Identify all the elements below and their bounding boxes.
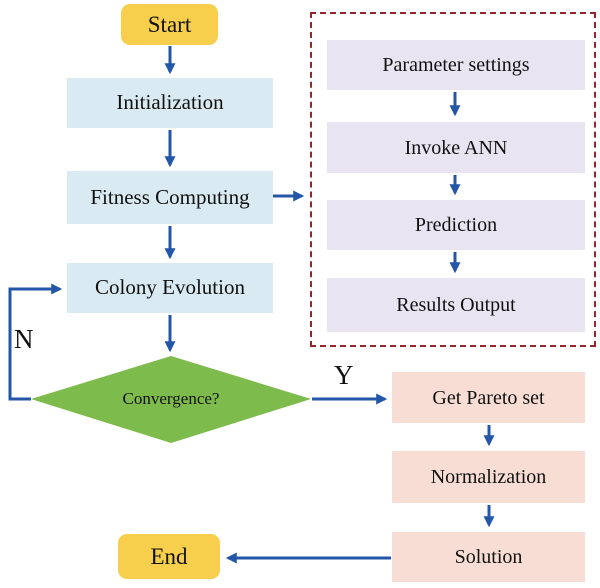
node-results-output: Results Output — [327, 278, 585, 332]
node-solution: Solution — [392, 532, 585, 582]
node-parameter-settings: Parameter settings — [327, 40, 585, 90]
node-start: Start — [121, 4, 218, 45]
node-end: End — [118, 534, 220, 579]
node-get-pareto-set: Get Pareto set — [392, 372, 585, 423]
arrow-convergence-no-loop — [8, 283, 63, 401]
branch-label-yes: Y — [334, 360, 354, 390]
node-normalization: Normalization — [392, 451, 585, 503]
decision-convergence-label: Convergence? — [122, 389, 220, 408]
node-prediction: Prediction — [327, 200, 585, 250]
convergence-diamond-shape — [31, 356, 311, 443]
branch-label-no: N — [14, 324, 34, 354]
node-colony-evolution: Colony Evolution — [67, 263, 273, 313]
node-initialization: Initialization — [67, 78, 273, 128]
ann-panel-border — [310, 12, 596, 347]
node-invoke-ann: Invoke ANN — [327, 122, 585, 173]
node-fitness-computing: Fitness Computing — [67, 171, 273, 224]
